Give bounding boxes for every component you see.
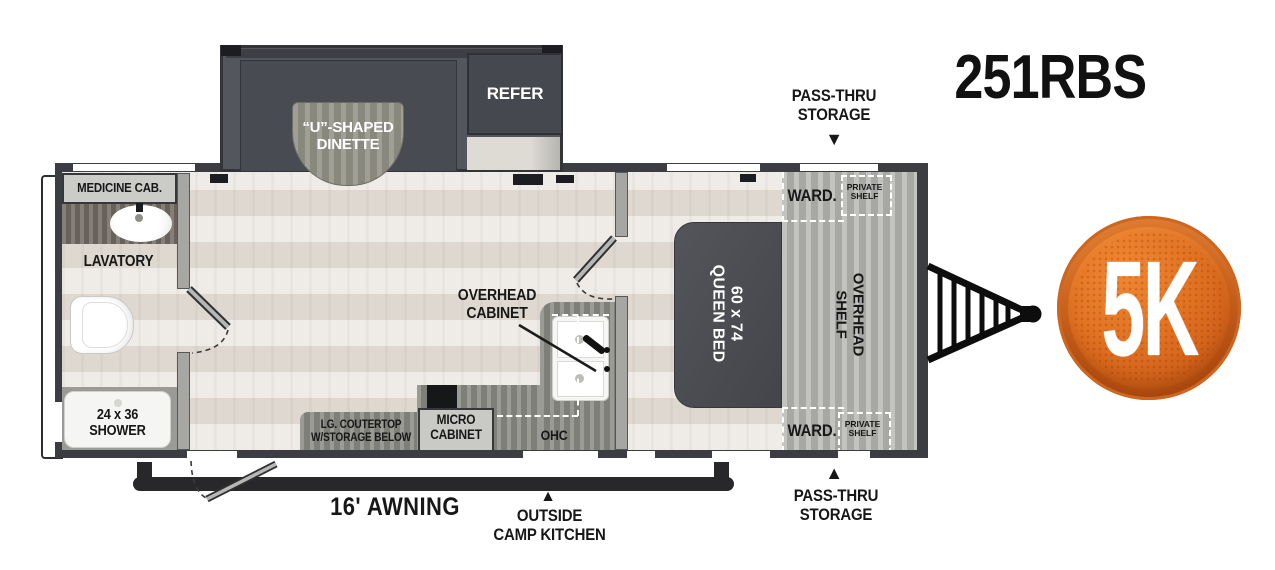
toilet-seat [82, 302, 128, 348]
refer-label: REFER [486, 84, 544, 103]
micro-cabinet-label: MICRO CABINET [430, 412, 482, 442]
countertop-label: LG. COUTERTOP W/STORAGE BELOW [310, 419, 412, 444]
slideout-cap-right [542, 45, 562, 56]
awning-label: 16' AWNING [330, 493, 460, 521]
hitch-frame [926, 262, 1024, 364]
baggage-door-opening [712, 451, 770, 458]
slide-stop-tab [740, 174, 756, 182]
right-wall [917, 163, 928, 458]
left-wall [55, 163, 62, 458]
awning-mount-left [137, 462, 152, 479]
ohc-dashed-vertical [577, 316, 579, 416]
camp-kitchen-hatch [523, 451, 598, 458]
arrow-up-icon: ▲ [825, 463, 843, 483]
overhead-shelf-label: OVERHEAD SHELF [833, 272, 867, 357]
bottom-wall [55, 450, 928, 458]
baggage-door-opening [627, 451, 655, 458]
sink-drain-bottom [575, 374, 584, 383]
bedroom-wall-lower [615, 296, 628, 450]
badge-label: 5K [1101, 232, 1199, 384]
queen-bed [674, 222, 782, 408]
bath-faucet [136, 203, 143, 212]
ohc-dashed-top [552, 314, 609, 316]
wardrobe-top-label: WARD. [787, 186, 837, 205]
dinette-table [292, 102, 404, 186]
sink-knob [604, 366, 610, 372]
refrigerator [467, 53, 563, 135]
ohc-dashed-horizontal [497, 415, 578, 417]
wardrobe-bottom-label: WARD. [787, 421, 837, 440]
queen-bed-label: 60 x 74 QUEEN BED [710, 264, 745, 363]
arrow-up-icon: ▲ [540, 488, 556, 505]
sink-knob [604, 347, 610, 353]
bedroom-wall-upper [615, 172, 628, 237]
passthru-bottom-label: PASS-THRU STORAGE [793, 486, 879, 524]
lavatory-label: LAVATORY [83, 253, 154, 270]
badge-halftone-pattern [1073, 232, 1225, 384]
bath-wall-lower [177, 352, 190, 450]
bath-faucet-knob [135, 214, 143, 222]
passthru-top-label: PASS-THRU STORAGE [791, 86, 877, 124]
5k-badge: 5K [1057, 216, 1241, 400]
wardrobe-bottom-outline [782, 407, 844, 452]
bedroom-window-opening [667, 164, 760, 171]
hitch-coupler-neck [1020, 306, 1030, 322]
medicine-cab-label: MEDICINE CAB. [77, 180, 162, 195]
entry-door-opening [187, 451, 237, 458]
bedroom-storage-band [782, 172, 917, 450]
slide-stop-tab [513, 174, 543, 185]
overhead-cabinet-label: OVERHEAD CABINET [457, 287, 537, 322]
kitchen-counter-long [300, 412, 420, 450]
passthru-bottom-door [838, 451, 870, 458]
awning-bar [133, 477, 734, 491]
front-window-opening [73, 164, 195, 171]
dinette-label: “U”-SHAPED DINETTE [302, 119, 394, 153]
slideout-cap-left [221, 45, 241, 56]
awning-mount-right [714, 462, 729, 479]
hitch-coupler-ball [1024, 305, 1042, 323]
ohc-label: OHC [540, 427, 568, 443]
medicine-cabinet [62, 173, 177, 204]
wardrobe-top-outline [782, 172, 844, 222]
shower-label: 24 x 36 SHOWER [89, 407, 146, 439]
left-wall-notch [51, 402, 62, 442]
shower-drain [114, 399, 122, 407]
slideout-top-band [226, 49, 557, 58]
cooktop [427, 385, 457, 408]
private-shelf-bottom-label: PRIVATE SHELF [844, 419, 881, 439]
private-shelf-top-label: PRIVATE SHELF [846, 182, 883, 202]
bath-wall-upper [177, 173, 190, 289]
slide-stop-tab [556, 175, 574, 183]
slide-stop-tab [210, 174, 228, 183]
model-number: 251RBS [954, 43, 1147, 112]
refer-floor [467, 137, 560, 170]
private-shelf-top-outline [841, 175, 892, 216]
outside-kitchen-label: OUTSIDE CAMP KITCHEN [493, 506, 606, 544]
passthru-top-door [800, 164, 878, 171]
arrow-down-icon: ▼ [825, 129, 843, 149]
